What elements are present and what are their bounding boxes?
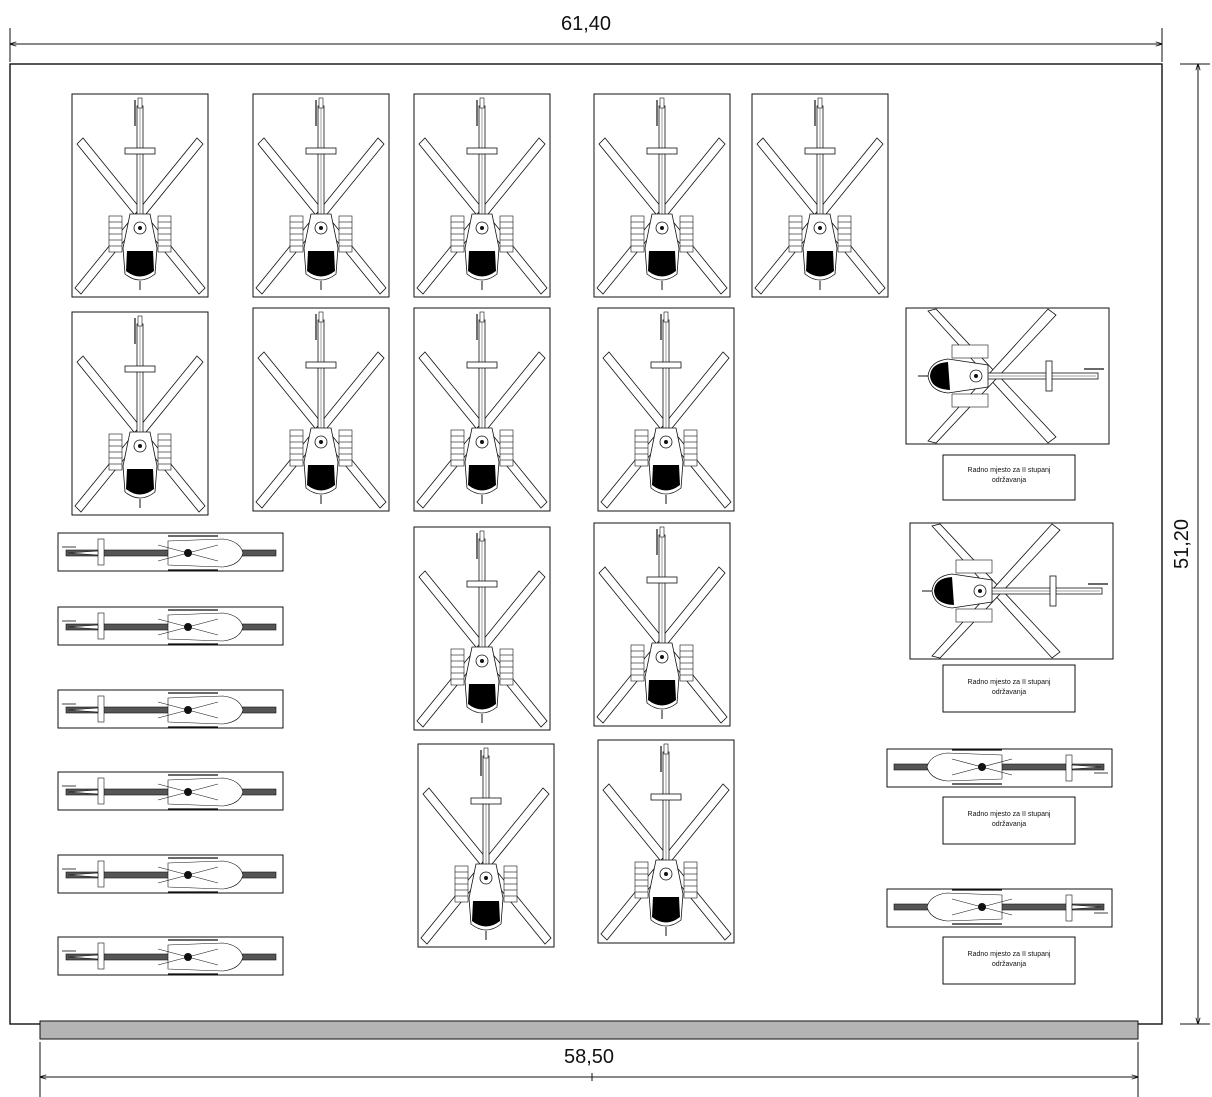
vertical-helicopter-bays <box>71 93 889 948</box>
large-helicopter-bay <box>905 307 1110 445</box>
maintenance-label-line2: održavanja <box>992 689 1026 696</box>
helicopter-bay <box>417 743 555 948</box>
small-helicopter-bay <box>886 748 1113 788</box>
helicopter-bay <box>71 311 209 516</box>
bottom-dimension-label: 58,50 <box>564 1046 614 1068</box>
small-helicopter-bay <box>57 936 284 976</box>
small-helicopter-bay <box>57 606 284 646</box>
hangar-door <box>39 1020 1139 1040</box>
small-helicopter-bay <box>57 771 284 811</box>
small-helicopter-bay <box>886 888 1113 928</box>
maintenance-label-line1: Radno mjesto za II stupanj <box>968 679 1051 686</box>
small-helicopter-bay <box>57 854 284 894</box>
helicopter-bay <box>413 526 551 731</box>
small-helicopter-bays-left <box>57 532 284 976</box>
small-helicopter-bay <box>57 532 284 572</box>
helicopter-bay <box>413 307 551 512</box>
helicopter-bay <box>252 93 390 298</box>
helicopter-bay <box>593 93 731 298</box>
maintenance-label-line1: Radno mjesto za II stupanj <box>968 811 1051 818</box>
helicopter-bay <box>597 307 735 512</box>
maintenance-label-box: Radno mjesto za II stupanj održavanja <box>942 454 1076 501</box>
helicopter-bay <box>413 93 551 298</box>
maintenance-label-line1: Radno mjesto za II stupanj <box>968 951 1051 958</box>
small-helicopter-bay <box>57 689 284 729</box>
maintenance-label-box: Radno mjesto za II stupanj održavanja <box>942 936 1076 985</box>
maintenance-label-line1: Radno mjesto za II stupanj <box>968 467 1051 474</box>
maintenance-label-line2: održavanja <box>992 961 1026 968</box>
top-dimension-label: 61,40 <box>561 13 611 35</box>
maintenance-label-box: Radno mjesto za II stupanj održavanja <box>942 796 1076 845</box>
maintenance-stations: Radno mjesto za II stupanj održavanja Ra… <box>886 307 1114 985</box>
maintenance-label-line2: održavanja <box>992 477 1026 484</box>
helicopter-bay <box>71 93 209 298</box>
maintenance-label-box: Radno mjesto za II stupanj održavanja <box>942 664 1076 713</box>
right-dimension-label: 51,20 <box>1171 519 1193 569</box>
helicopter-bay <box>597 739 735 944</box>
top-dimension: 61,40 <box>10 13 1162 62</box>
helicopter-bay <box>593 522 731 727</box>
bottom-dimension: 58,50 <box>40 1042 1138 1097</box>
large-helicopter-bay <box>909 522 1114 660</box>
maintenance-label-line2: održavanja <box>992 821 1026 828</box>
right-dimension: 51,20 <box>1171 64 1210 1024</box>
helicopter-bay <box>252 307 390 512</box>
helicopter-bay <box>751 93 889 298</box>
